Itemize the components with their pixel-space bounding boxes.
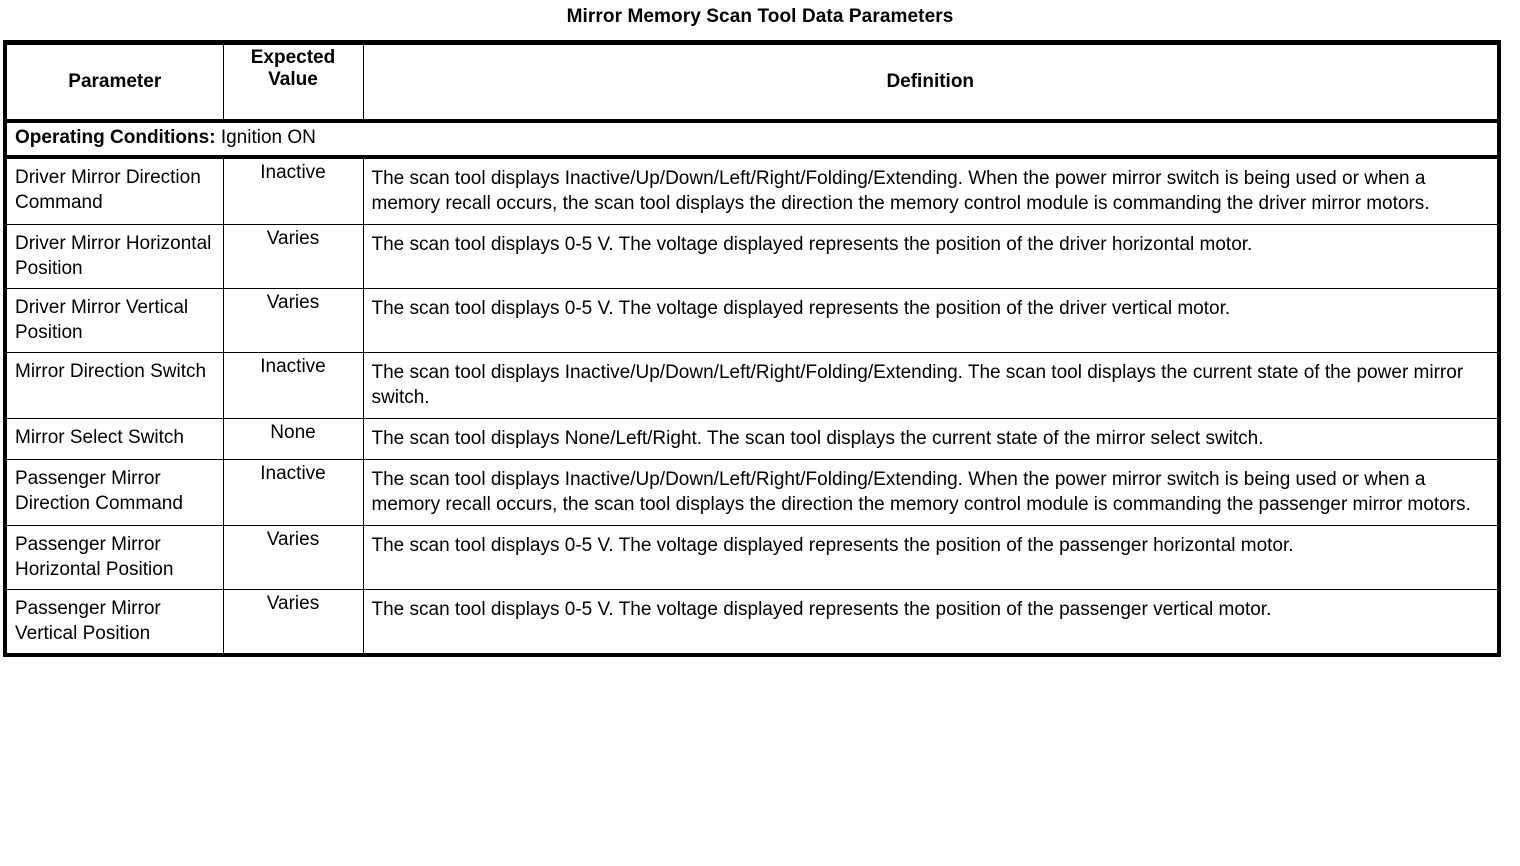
cell-definition: The scan tool displays Inactive/Up/Down/… [362,459,1497,526]
table-row: Driver Mirror Vertical Position Varies T… [7,288,1497,353]
operating-conditions-value: Ignition ON [220,127,316,148]
cell-definition: The scan tool displays 0-5 V. The voltag… [362,589,1497,653]
operating-conditions-cell: Operating Conditions: Ignition ON [7,121,1497,159]
cell-expected-value: Inactive [222,459,364,526]
parameters-table: Parameter Expected Value Definition [7,45,1497,653]
expected-value: Varies [266,529,320,550]
expected-value: Varies [266,228,320,249]
table-row: Driver Mirror Direction Command Inactive… [7,156,1497,225]
page-title: Mirror Memory Scan Tool Data Parameters [566,6,954,27]
expected-value: Inactive [260,162,326,183]
parameter-name: Mirror Direction Switch [15,361,207,382]
cell-parameter: Driver Mirror Horizontal Position [7,224,224,289]
cell-definition: The scan tool displays Inactive/Up/Down/… [362,156,1497,225]
cell-parameter: Mirror Direction Switch [7,352,224,419]
parameter-name: Driver Mirror Vertical Position [15,297,189,343]
parameter-name: Driver Mirror Direction Command [15,167,201,213]
definition-text: The scan tool displays Inactive/Up/Down/… [371,168,1430,214]
column-header-definition-label: Definition [886,71,975,92]
cell-expected-value: None [222,418,364,460]
column-header-expected-value: Expected Value [222,45,364,123]
table-row: Passenger Mirror Horizontal Position Var… [7,525,1497,590]
definition-text: The scan tool displays 0-5 V. The voltag… [371,298,1231,319]
table-row: Mirror Direction Switch Inactive The sca… [7,352,1497,419]
cell-definition: The scan tool displays 0-5 V. The voltag… [362,224,1497,289]
table-row: Passenger Mirror Vertical Position Varie… [7,589,1497,653]
parameter-name: Passenger Mirror Direction Command [15,468,183,514]
table-row: Driver Mirror Horizontal Position Varies… [7,224,1497,289]
column-header-expected-value-line2: Value [268,69,318,90]
cell-parameter: Passenger Mirror Direction Command [7,459,224,526]
cell-parameter: Driver Mirror Vertical Position [7,288,224,353]
column-header-parameter-label: Parameter [68,71,162,92]
cell-definition: The scan tool displays None/Left/Right. … [362,418,1497,460]
parameter-name: Passenger Mirror Vertical Position [15,598,161,644]
column-header-parameter: Parameter [7,45,224,123]
cell-expected-value: Inactive [222,156,364,225]
operating-conditions-row: Operating Conditions: Ignition ON [7,121,1497,159]
expected-value: Inactive [260,463,326,484]
cell-expected-value: Varies [222,288,364,353]
expected-value: None [270,422,316,443]
operating-conditions-text: Operating Conditions: Ignition ON [7,123,1497,155]
column-header-expected-value-labels: Expected Value [224,45,363,93]
cell-expected-value: Varies [222,525,364,590]
cell-definition: The scan tool displays 0-5 V. The voltag… [362,288,1497,353]
operating-conditions-label: Operating Conditions: [15,127,216,148]
parameter-name: Driver Mirror Horizontal Position [15,233,212,279]
table-row: Mirror Select Switch None The scan tool … [7,418,1497,460]
parameter-name: Mirror Select Switch [15,427,184,448]
cell-parameter: Driver Mirror Direction Command [7,156,224,225]
column-header-definition: Definition [362,45,1497,123]
definition-text: The scan tool displays 0-5 V. The voltag… [371,234,1253,255]
expected-value: Inactive [260,356,326,377]
table-header-row: Parameter Expected Value Definition [7,45,1497,123]
expected-value: Varies [266,292,320,313]
cell-definition: The scan tool displays 0-5 V. The voltag… [362,525,1497,590]
definition-text: The scan tool displays None/Left/Right. … [371,428,1264,449]
parameters-table-frame: Parameter Expected Value Definition [3,40,1501,657]
cell-definition: The scan tool displays Inactive/Up/Down/… [362,352,1497,419]
column-header-expected-value-line1: Expected [250,47,336,68]
definition-text: The scan tool displays Inactive/Up/Down/… [371,362,1464,408]
cell-parameter: Passenger Mirror Vertical Position [7,589,224,653]
definition-text: The scan tool displays Inactive/Up/Down/… [371,469,1471,515]
expected-value: Varies [266,593,320,614]
definition-text: The scan tool displays 0-5 V. The voltag… [371,599,1272,620]
cell-expected-value: Inactive [222,352,364,419]
table-row: Passenger Mirror Direction Command Inact… [7,459,1497,526]
definition-text: The scan tool displays 0-5 V. The voltag… [371,535,1294,556]
cell-parameter: Passenger Mirror Horizontal Position [7,525,224,590]
cell-parameter: Mirror Select Switch [7,418,224,460]
table-header: Parameter Expected Value Definition [7,45,1497,123]
cell-expected-value: Varies [222,224,364,289]
parameter-name: Passenger Mirror Horizontal Position [15,534,174,580]
cell-expected-value: Varies [222,589,364,653]
table-body: Operating Conditions: Ignition ON Driver… [7,121,1497,653]
